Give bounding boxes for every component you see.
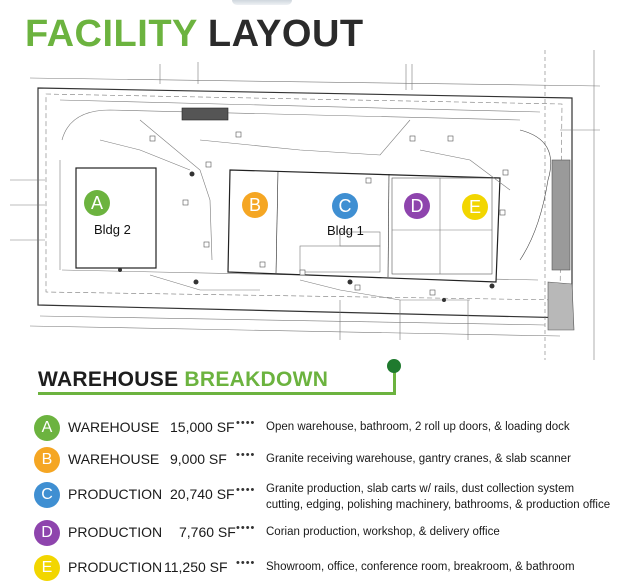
row-description: Corian production, workshop, & delivery … bbox=[266, 526, 500, 538]
breakdown-row-b: B WAREHOUSE 9,000 SF •••• Granite receiv… bbox=[34, 447, 624, 473]
row-description-line1: Granite production, slab carts w/ rails,… bbox=[266, 483, 575, 495]
row-description: Granite receiving warehouse, gantry cran… bbox=[266, 453, 571, 465]
marker-e: E bbox=[462, 194, 488, 220]
row-dots: •••• bbox=[236, 449, 256, 461]
row-square-feet: 20,740 SF bbox=[170, 486, 235, 502]
row-dots: •••• bbox=[236, 557, 256, 569]
row-description: Showroom, office, conference room, break… bbox=[266, 561, 575, 573]
row-category: WAREHOUSE bbox=[68, 419, 160, 435]
letter-badge: A bbox=[34, 415, 60, 441]
building-2 bbox=[75, 167, 157, 269]
heading-underline bbox=[38, 392, 396, 395]
row-square-feet: 7,760 SF bbox=[179, 524, 236, 540]
row-dots: •••• bbox=[236, 417, 256, 429]
letter-badge: D bbox=[34, 520, 60, 546]
marker-c: C bbox=[332, 193, 358, 219]
marker-b: B bbox=[242, 192, 268, 218]
heading-pin-dot bbox=[387, 359, 401, 373]
bldg1-label: Bldg 1 bbox=[327, 223, 364, 238]
title-word-facility: FACILITY bbox=[25, 13, 198, 55]
breakdown-row-d: D PRODUCTION 7,760 SF •••• Corian produc… bbox=[34, 520, 624, 546]
bldg2-label: Bldg 2 bbox=[94, 222, 131, 237]
row-category: PRODUCTION bbox=[68, 559, 163, 575]
letter-badge: C bbox=[34, 482, 60, 508]
letter-badge: B bbox=[34, 447, 60, 473]
row-square-feet: 15,000 SF bbox=[170, 419, 235, 435]
marker-a: A bbox=[84, 190, 110, 216]
row-square-feet: 9,000 SF bbox=[170, 451, 227, 467]
heading-warehouse: WAREHOUSE bbox=[38, 368, 179, 391]
marker-d: D bbox=[404, 193, 430, 219]
side-road bbox=[551, 159, 571, 271]
building-1 bbox=[227, 169, 501, 283]
row-category: PRODUCTION bbox=[68, 486, 163, 502]
header-decoration bbox=[232, 0, 292, 5]
row-square-feet: 11,250 SF bbox=[164, 559, 228, 575]
row-category: PRODUCTION bbox=[68, 524, 163, 540]
row-dots: •••• bbox=[236, 484, 256, 496]
breakdown-row-e: E PRODUCTION 11,250 SF •••• Showroom, of… bbox=[34, 555, 624, 581]
row-dots: •••• bbox=[236, 522, 256, 534]
heading-pin-stem bbox=[393, 371, 396, 395]
letter-badge: E bbox=[34, 555, 60, 581]
row-description-line2: cutting, edging, polishing machinery, ba… bbox=[266, 499, 611, 511]
row-category: WAREHOUSE bbox=[68, 451, 160, 467]
title-word-layout: LAYOUT bbox=[207, 13, 364, 55]
breakdown-row-c: C PRODUCTION 20,740 SF •••• Granite prod… bbox=[34, 482, 624, 516]
site-plan bbox=[10, 50, 601, 360]
row-description: Open warehouse, bathroom, 2 roll up door… bbox=[266, 421, 570, 433]
heading-breakdown: BREAKDOWN bbox=[184, 368, 329, 391]
breakdown-row-a: A WAREHOUSE 15,000 SF •••• Open warehous… bbox=[34, 415, 624, 441]
